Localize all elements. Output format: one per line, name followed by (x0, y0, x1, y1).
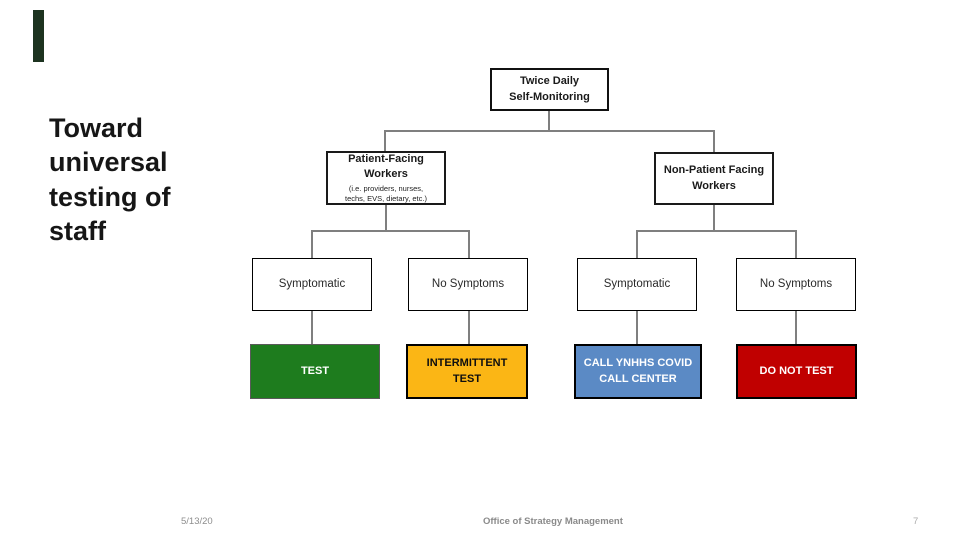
connector-line (384, 130, 715, 132)
slide-accent-bar (33, 10, 44, 62)
node-test-action: TEST (250, 344, 380, 399)
node-subtitle: (i.e. providers, nurses, techs, EVS, die… (345, 183, 427, 203)
connector-line (548, 110, 550, 131)
node-title: Non-Patient Facing Workers (663, 164, 765, 192)
node-non-patient-facing-workers: Non-Patient Facing Workers (654, 152, 774, 205)
node-title: Patient-Facing Workers (348, 152, 424, 181)
connector-line (468, 310, 470, 344)
node-no-symptoms-patient: No Symptoms (408, 258, 528, 311)
connector-line (384, 130, 386, 152)
node-call-center-action: CALL YNHHS COVID CALL CENTER (574, 344, 702, 399)
connector-line (636, 230, 797, 232)
footer-department: Office of Strategy Management (483, 516, 623, 527)
node-no-symptoms-non-patient: No Symptoms (736, 258, 856, 311)
connector-line (311, 230, 470, 232)
node-do-not-test-action: DO NOT TEST (736, 344, 857, 399)
connector-line (468, 230, 470, 258)
connector-line (636, 310, 638, 344)
connector-line (713, 130, 715, 152)
node-symptomatic-patient: Symptomatic (252, 258, 372, 311)
connector-line (311, 310, 313, 344)
node-symptomatic-non-patient: Symptomatic (577, 258, 697, 311)
node-intermittent-test-action: INTERMITTENT TEST (406, 344, 528, 399)
connector-line (311, 230, 313, 258)
connector-line (795, 230, 797, 258)
slide-title: Toward universal testing of staff (49, 113, 171, 246)
node-patient-facing-workers: Patient-Facing Workers (i.e. providers, … (326, 151, 446, 205)
connector-line (713, 204, 715, 232)
connector-line (385, 204, 387, 232)
footer-date: 5/13/20 (181, 516, 213, 527)
node-twice-daily-self-monitoring: Twice Daily Self-Monitoring (490, 68, 609, 111)
footer-page-number: 7 (913, 516, 919, 527)
connector-line (795, 310, 797, 344)
connector-line (636, 230, 638, 258)
